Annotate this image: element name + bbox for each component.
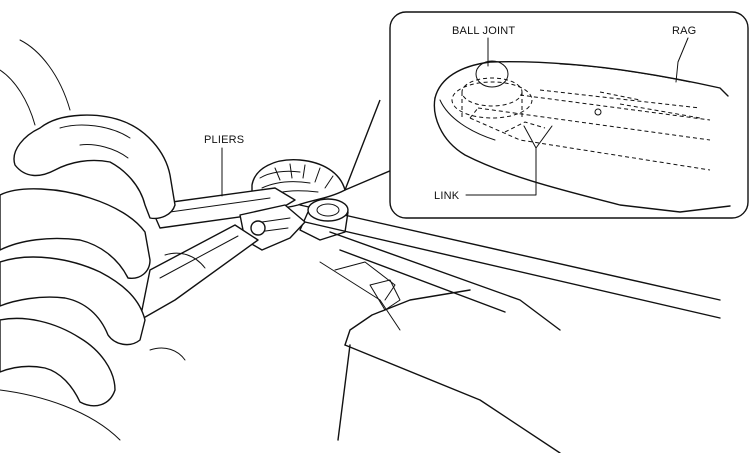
- pliers: [139, 187, 306, 321]
- pliers-label: PLIERS: [204, 134, 244, 146]
- detail-callout: [344, 11, 749, 219]
- rag-leader: [675, 37, 689, 83]
- rag-detail: [433, 61, 731, 213]
- hand: [0, 39, 206, 441]
- callout-pointer: [344, 99, 393, 191]
- wiper-linkage: [299, 204, 721, 331]
- callout-frame: [389, 11, 749, 219]
- link-label: LINK: [434, 190, 460, 202]
- ball-joint-main: [299, 198, 349, 241]
- link-detail: [469, 89, 711, 171]
- link-leader: [465, 125, 553, 196]
- rag-label: RAG: [672, 25, 696, 37]
- body-panel: [337, 289, 561, 453]
- main-scene: [0, 39, 721, 453]
- ball-joint-label: BALL JOINT: [452, 25, 515, 37]
